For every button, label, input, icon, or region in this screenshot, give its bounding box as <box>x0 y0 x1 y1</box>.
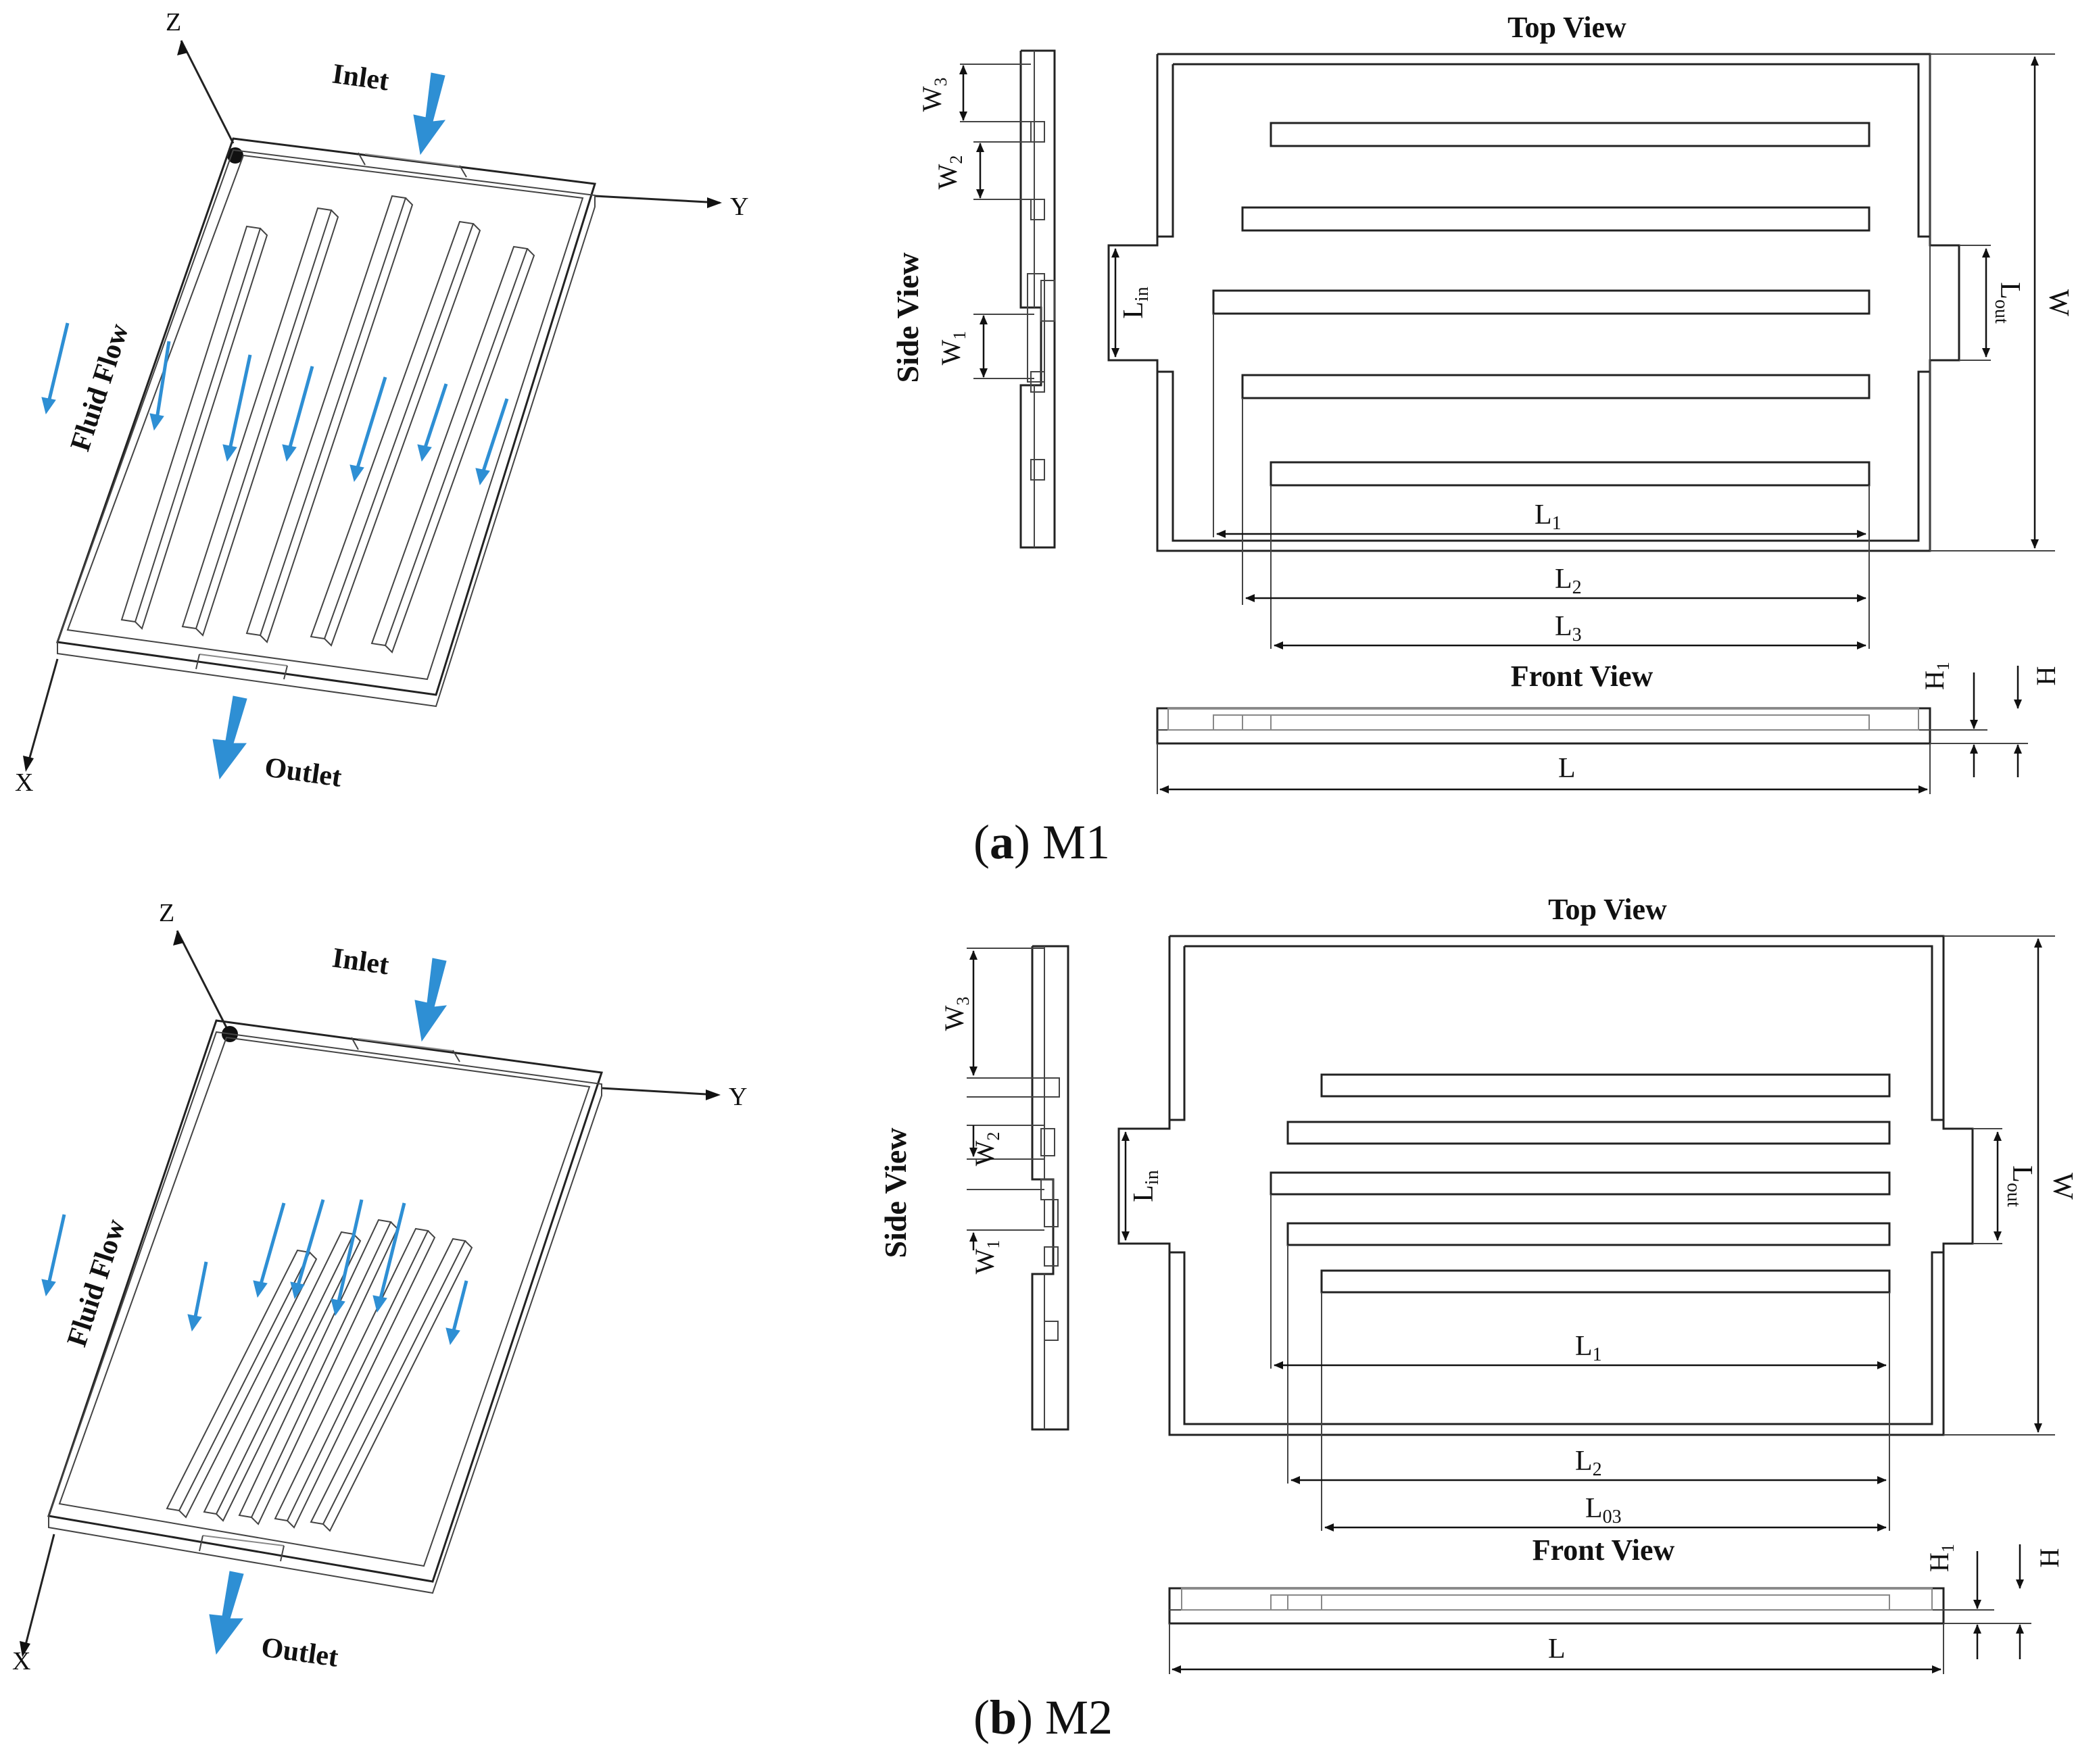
lin-label: Lin <box>1118 287 1153 318</box>
plate-thickness <box>57 149 596 708</box>
outlet-arrow <box>212 695 247 780</box>
channel-1 <box>1320 1073 1891 1098</box>
channel-2 <box>1241 206 1870 232</box>
inlet-arrow <box>414 958 448 1042</box>
channel-5 <box>1270 461 1870 487</box>
w2-label: W2 <box>969 1132 1003 1167</box>
channel-3 <box>1270 1171 1891 1196</box>
h1-label: H1 <box>1919 662 1953 690</box>
side-view-title: Side View <box>878 1128 913 1258</box>
side-view-title: Side View <box>890 253 925 383</box>
fluid-flow-label: Fluid Flow <box>65 320 135 455</box>
x-axis-label: X <box>15 768 33 797</box>
channel-4 <box>1241 374 1870 399</box>
top-view-m2 <box>1117 935 2055 1532</box>
z-axis-label: Z <box>159 899 174 927</box>
l1-label: L1 <box>1575 1331 1602 1365</box>
l1-label: L1 <box>1535 499 1562 534</box>
plate-inner-wall <box>66 154 584 681</box>
fins-m2 <box>166 1219 473 1532</box>
lout-label: Lout <box>1991 282 2025 324</box>
outlet-arrow <box>209 1571 244 1655</box>
h-label: H <box>2034 1548 2065 1568</box>
l03-label: L03 <box>1585 1493 1622 1527</box>
x-axis-label: X <box>12 1647 30 1675</box>
w1-label: W1 <box>936 331 969 366</box>
lin-label: Lin <box>1128 1170 1163 1202</box>
iso-model-m2 <box>20 930 721 1657</box>
channel-4 <box>1286 1222 1891 1246</box>
l-label: L <box>1548 1634 1566 1665</box>
l3-label: L3 <box>1555 611 1582 645</box>
channel-5 <box>1320 1269 1891 1294</box>
w3-label: W3 <box>917 78 950 112</box>
y-axis-label: Y <box>730 193 748 221</box>
fins-m1 <box>120 195 535 654</box>
side-view-m1 <box>959 49 1056 549</box>
front-view-m1 <box>1156 666 2028 794</box>
panel-b-m2: Z Y X Inlet Outlet Fluid Flow <box>0 882 2076 1764</box>
w1-label: W1 <box>969 1240 1003 1275</box>
flow-arrows-m1 <box>41 72 509 780</box>
plate-outer <box>55 137 596 696</box>
top-view-title: Top View <box>1548 893 1667 926</box>
y-axis-label: Y <box>729 1083 747 1111</box>
w2-label: W2 <box>932 155 966 190</box>
front-view-title: Front View <box>1532 1534 1675 1567</box>
caption-a: (a) M1 <box>973 815 1110 869</box>
lout-label: Lout <box>2003 1165 2037 1207</box>
top-view-title: Top View <box>1507 11 1626 44</box>
top-view-m1 <box>1107 53 2055 650</box>
channel-2 <box>1286 1121 1891 1145</box>
panel-a-drawing: Z Y X Inlet Outlet Fluid Flow <box>15 8 2074 797</box>
outlet-label: Outlet <box>260 1632 341 1673</box>
w-label: W <box>2047 1173 2076 1200</box>
outlet-label: Outlet <box>263 752 344 793</box>
w-label: W <box>2043 289 2074 316</box>
inlet-label: Inlet <box>331 58 391 97</box>
flow-arrows-m2 <box>41 958 468 1655</box>
z-axis-label: Z <box>166 8 181 36</box>
x-axis <box>26 658 59 768</box>
l2-label: L2 <box>1575 1446 1602 1480</box>
h1-label: H1 <box>1924 1544 1958 1572</box>
panel-b-drawing: Z Y X Inlet Outlet Fluid Flow <box>12 893 2076 1675</box>
inlet-arrow <box>413 72 446 155</box>
panel-a-m1: Z Y X Inlet Outlet Fluid Flow <box>15 8 2074 869</box>
caption-b: (b) M2 <box>973 1690 1113 1744</box>
l2-label: L2 <box>1555 564 1582 598</box>
channel-3 <box>1212 289 1870 315</box>
side-view-m2 <box>967 945 1069 1431</box>
channel-1 <box>1270 122 1870 147</box>
iso-model-m1 <box>23 40 722 772</box>
l-label: L <box>1558 753 1576 784</box>
h-label: H <box>2031 666 2061 686</box>
front-view-m2 <box>1168 1544 2031 1674</box>
z-axis <box>180 40 235 144</box>
y-axis <box>594 195 721 204</box>
inlet-label: Inlet <box>331 942 391 981</box>
w3-label: W3 <box>939 997 973 1031</box>
front-view-title: Front View <box>1511 660 1653 693</box>
